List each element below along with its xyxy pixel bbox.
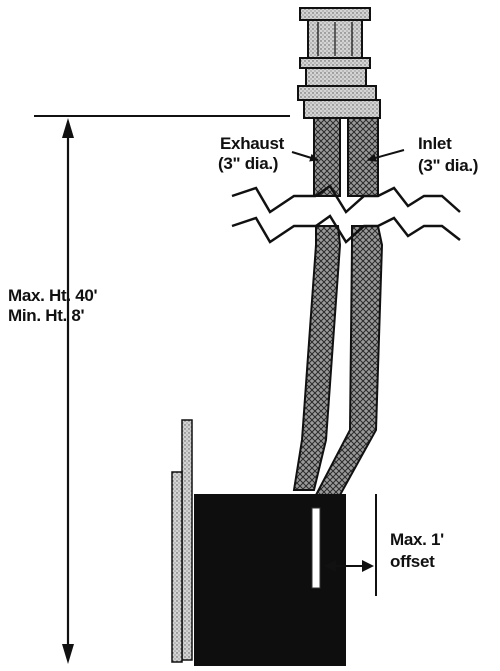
wall-section <box>171 419 193 663</box>
exhaust-diameter-label: (3" dia.) <box>218 154 279 173</box>
max-offset-label: Max. 1' <box>390 530 444 549</box>
inlet-diameter-label: (3" dia.) <box>418 156 479 175</box>
inlet-label: Inlet <box>418 134 452 153</box>
min-height-label: Min. Ht. 8' <box>8 306 85 325</box>
pipe-break-symbol <box>231 184 461 244</box>
exhaust-leader-arrow <box>291 151 319 162</box>
height-arrow-up <box>62 118 74 138</box>
appliance-body <box>194 494 346 666</box>
height-dimension <box>34 115 290 664</box>
max-height-label: Max. Ht. 40' <box>8 286 98 305</box>
offset-dimension <box>324 494 377 596</box>
inlet-leader-arrow <box>367 149 405 162</box>
height-arrow-down <box>62 644 74 664</box>
exhaust-pipe <box>292 117 342 491</box>
exhaust-label: Exhaust <box>220 134 285 153</box>
appliance-vent-slot <box>311 507 321 589</box>
offset-label: offset <box>390 552 435 571</box>
termination-cap <box>297 7 381 119</box>
